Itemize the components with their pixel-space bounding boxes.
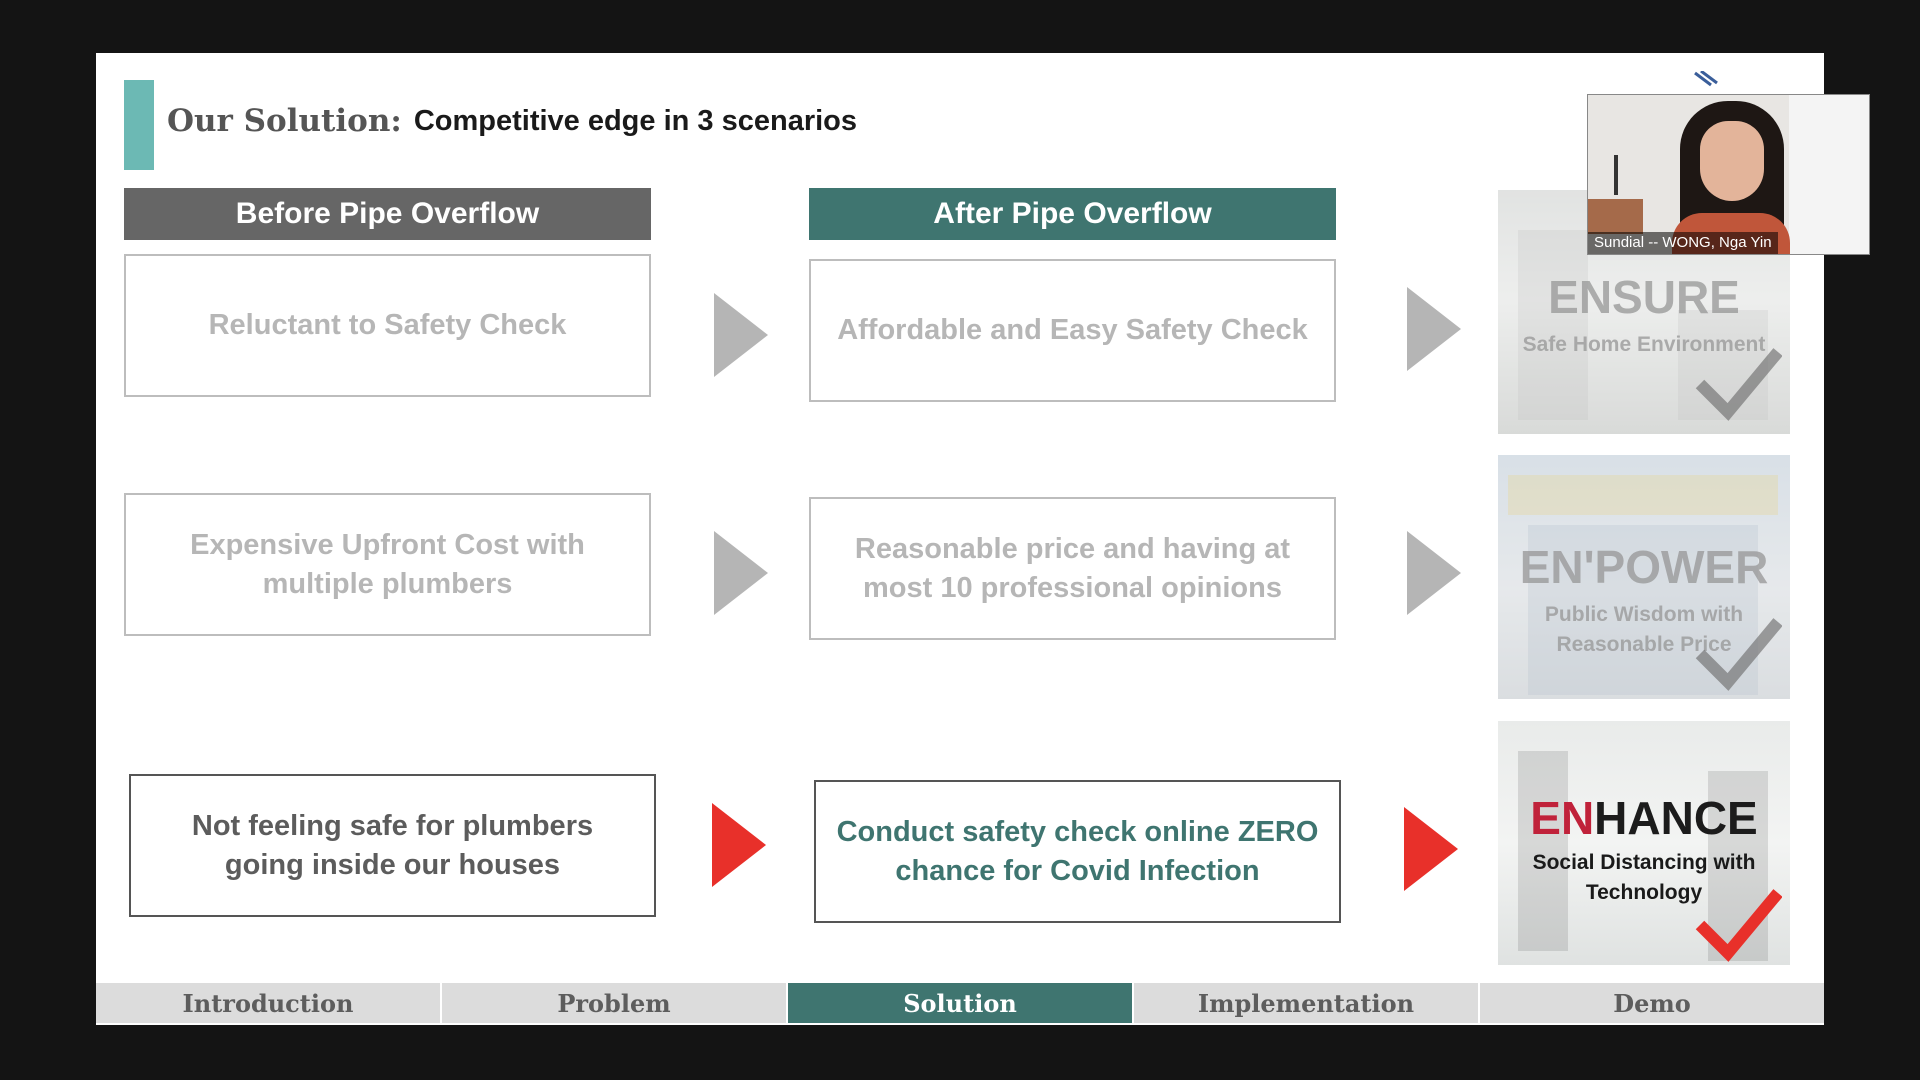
checkmark-icon <box>1695 618 1782 691</box>
card-title-suffix: HANCE <box>1594 792 1758 844</box>
slide-navigation-bar: Introduction Problem Solution Implementa… <box>96 983 1824 1023</box>
background-cushion <box>1588 199 1643 234</box>
participant-name-label: Sundial -- WONG, Nga Yin <box>1588 232 1778 254</box>
people-image <box>1498 721 1790 965</box>
card-title: EN'POWER <box>1519 541 1769 593</box>
card-subtitle: Safe Home Environment <box>1522 333 1766 356</box>
nav-implementation[interactable]: Implementation <box>1134 983 1480 1023</box>
after-box-3: Conduct safety check online ZERO chance … <box>814 780 1341 923</box>
card-title-prefix: EN <box>1530 792 1595 844</box>
nav-introduction[interactable]: Introduction <box>96 983 442 1023</box>
title-bold: Our Solution: <box>167 103 402 139</box>
slide-title: Our Solution: Competitive edge in 3 scen… <box>167 91 857 151</box>
before-box-3: Not feeling safe for plumbers going insi… <box>129 774 656 917</box>
participant-face <box>1700 121 1764 201</box>
arrow-right-icon <box>714 293 768 377</box>
card-subtitle: Public Wisdom with Reasonable Price <box>1544 603 1744 656</box>
checkmark-icon <box>1695 889 1782 962</box>
nav-problem[interactable]: Problem <box>442 983 788 1023</box>
arrow-right-icon <box>712 803 766 887</box>
card-title: ENSURE <box>1548 271 1740 323</box>
title-rest: Competitive edge in 3 scenarios <box>413 104 858 137</box>
checkmark-icon <box>1695 348 1782 421</box>
enhance-card: ENHANCE Social Distancing with Technolog… <box>1498 721 1790 965</box>
column-header-after: After Pipe Overflow <box>809 188 1336 240</box>
title-accent-bar <box>124 80 154 170</box>
card-title: ENHANCE <box>1498 791 1790 845</box>
arrow-right-icon <box>1407 531 1461 615</box>
nav-solution[interactable]: Solution <box>788 983 1134 1023</box>
nav-demo[interactable]: Demo <box>1613 988 1691 1018</box>
background-lamp <box>1614 155 1618 195</box>
arrow-right-icon <box>1404 807 1458 891</box>
empower-card: EN'POWER Public Wisdom with Reasonable P… <box>1498 455 1790 699</box>
presentation-slide: Our Solution: Competitive edge in 3 scen… <box>96 53 1824 1025</box>
background-shelf <box>1789 95 1869 254</box>
arrow-right-icon <box>714 531 768 615</box>
participant-video-tile[interactable]: Sundial -- WONG, Nga Yin <box>1587 94 1870 255</box>
logo-icon <box>1694 71 1718 87</box>
after-box-2: Reasonable price and having at most 10 p… <box>809 497 1336 640</box>
before-box-1: Reluctant to Safety Check <box>124 254 651 397</box>
after-box-1: Affordable and Easy Safety Check <box>809 259 1336 402</box>
card-subtitle: Social Distancing with Technology <box>1532 851 1756 904</box>
arrow-right-icon <box>1407 287 1461 371</box>
column-header-before: Before Pipe Overflow <box>124 188 651 240</box>
before-box-2: Expensive Upfront Cost with multiple plu… <box>124 493 651 636</box>
